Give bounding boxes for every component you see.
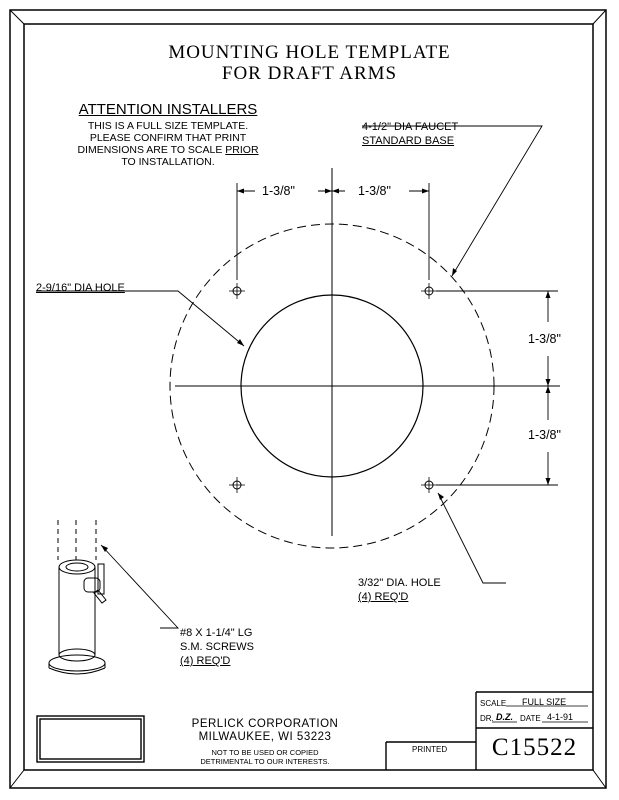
small-hole-label-line2: (4) REQ'D (358, 591, 409, 603)
dim-top-right: 1-3/8" (358, 184, 391, 198)
company-block: PERLICK CORPORATION MILWAUKEE, WI 53223 … (170, 718, 360, 766)
dim-right-lower: 1-3/8" (528, 428, 561, 442)
scale-value: FULL SIZE (522, 697, 567, 707)
screws-label: #8 X 1-1/4" LG S.M. SCREWS (4) REQ'D (180, 626, 254, 668)
top-dimension (236, 183, 430, 280)
faucet-base-label-line1: 4-1/2" DIA FAUCET (362, 121, 459, 133)
drawing-number: C15522 (491, 734, 578, 761)
screws-label-line1: #8 X 1-1/4" LG (180, 627, 253, 639)
company-city: MILWAUKEE, WI 53223 (198, 731, 332, 743)
company-name: PERLICK CORPORATION (191, 718, 339, 730)
leader-arrow-screws (101, 545, 108, 552)
notice-line1: NOT TO BE USED OR COPIED (211, 748, 319, 757)
small-hole-bottom-left (229, 477, 245, 493)
attention-line3: DIMENSIONS ARE TO SCALE PRIOR (58, 144, 278, 156)
attention-line4: TO INSTALLATION. (121, 156, 215, 168)
attention-line2: PLEASE CONFIRM THAT PRINT (89, 132, 247, 144)
attention-line1: THIS IS A FULL SIZE TEMPLATE. (87, 120, 249, 132)
leader-lines (36, 125, 543, 629)
dim-top-left: 1-3/8" (262, 184, 295, 198)
screws-label-line3: (4) REQ'D (180, 655, 231, 667)
screws-label-line2: S.M. SCREWS (180, 641, 254, 653)
title-block-lines (36, 691, 593, 770)
logo-sub: CORPORATION (57, 742, 124, 751)
leader-arrow-hole (237, 339, 244, 346)
date-label: DATE (520, 714, 541, 723)
drawing-title-line2: FOR DRAFT ARMS (221, 63, 398, 84)
attention-prior: PRIOR (225, 144, 259, 156)
outer-border (9, 9, 607, 789)
scale-label: SCALE (480, 699, 507, 708)
attention-heading: ATTENTION INSTALLERS (78, 101, 258, 118)
perlick-logo: Perlick CORPORATION (40, 721, 141, 752)
corner-marks (9, 9, 607, 789)
dr-label: DR. (480, 714, 494, 723)
small-hole-label-line1: 3/32" DIA. HOLE (358, 577, 441, 589)
leader-arrow-small-hole (438, 493, 444, 500)
attention-note: ATTENTION INSTALLERS THIS IS A FULL SIZE… (58, 101, 278, 168)
inner-border (23, 23, 594, 771)
draft-tower-illustration (48, 520, 107, 675)
dim-right-upper: 1-3/8" (528, 332, 561, 346)
faucet-base-label: 4-1/2" DIA FAUCET STANDARD BASE (362, 120, 458, 148)
leader-arrow-faucet (452, 268, 457, 276)
small-hole-bottom-right (421, 477, 437, 493)
title-block-underlines (492, 705, 588, 723)
large-hole-label: 2-9/16" DIA HOLE (36, 282, 125, 294)
printed-label: PRINTED (412, 745, 448, 754)
attention-line3-text: DIMENSIONS ARE TO SCALE (77, 144, 226, 156)
date-value: 4-1-91 (547, 712, 574, 722)
logo-main: Perlick (60, 721, 121, 742)
dr-value: D.Z. (496, 712, 513, 722)
right-dimension (436, 290, 558, 486)
small-hole-label: 3/32" DIA. HOLE (4) REQ'D (358, 576, 441, 604)
small-hole-top-left (229, 283, 245, 299)
center-mark (328, 382, 336, 390)
faucet-base-label-line2: STANDARD BASE (362, 135, 455, 147)
small-hole-top-right (421, 283, 437, 299)
drawing-title-line1: MOUNTING HOLE TEMPLATE (168, 42, 451, 63)
notice-line2: DETRIMENTAL TO OUR INTERESTS. (200, 757, 330, 766)
